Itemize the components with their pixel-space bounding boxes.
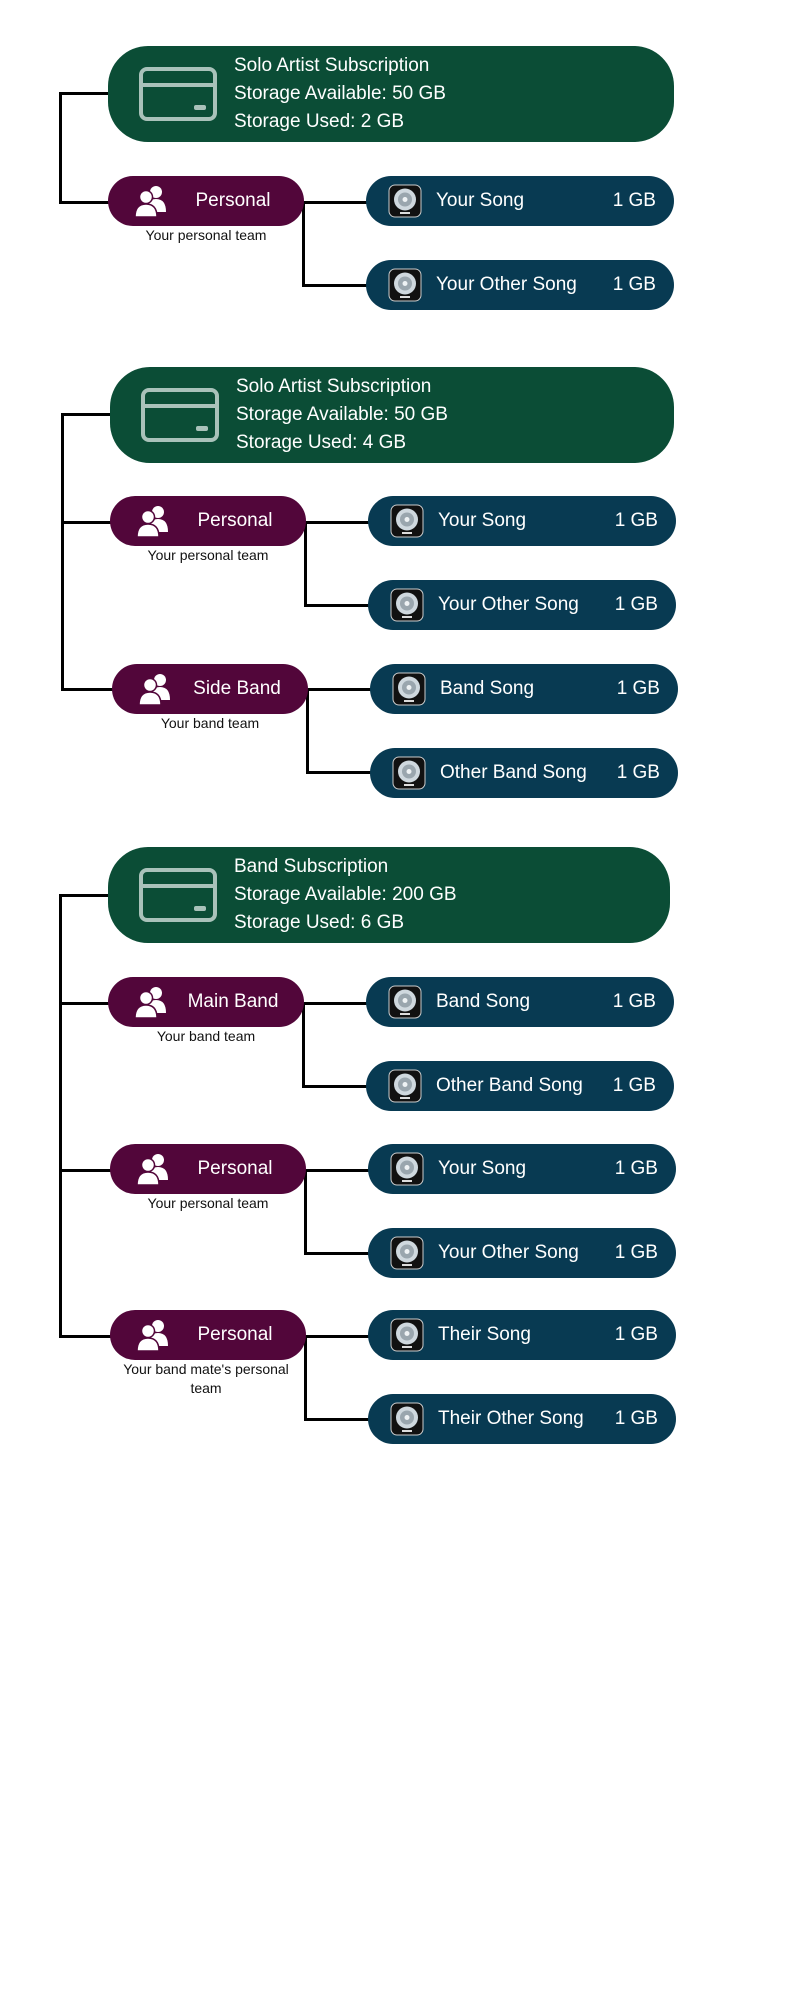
song-size: 1 GB [616, 762, 660, 783]
song-title: Your Song [438, 1158, 527, 1179]
song-size: 1 GB [614, 1324, 658, 1345]
subscription-card: Band Subscription Storage Available: 200… [108, 847, 670, 943]
song-size: 1 GB [612, 991, 656, 1012]
team-caption: Your personal team [147, 1195, 269, 1211]
connector-line [61, 688, 113, 691]
team-name: Personal [197, 510, 273, 531]
team-pill: Personal [110, 1144, 306, 1194]
song-size: 1 GB [614, 1158, 658, 1179]
song-title: Other Band Song [440, 762, 587, 783]
connector-line [302, 201, 305, 286]
song-pill: Other Band Song 1 GB [366, 1061, 674, 1111]
connector-line [306, 688, 309, 773]
connector-line [308, 688, 372, 691]
song-title: Their Other Song [438, 1408, 584, 1429]
subscription-card: Solo Artist Subscription Storage Availab… [110, 367, 674, 463]
connector-line [306, 521, 370, 524]
storage-available: Storage Available: 50 GB [234, 83, 446, 104]
connector-line [59, 894, 62, 1338]
connector-line [61, 413, 64, 691]
connector-line [304, 604, 370, 607]
connector-line [302, 1085, 368, 1088]
song-size: 1 GB [614, 510, 658, 531]
connector-line [306, 771, 372, 774]
team-name: Side Band [193, 678, 281, 699]
connector-line [306, 1169, 370, 1172]
storage-available: Storage Available: 200 GB [234, 884, 457, 905]
team-pill: Main Band [108, 977, 304, 1027]
song-size: 1 GB [614, 1408, 658, 1429]
team-name: Personal [197, 1324, 273, 1345]
team-name: Personal [197, 1158, 273, 1179]
song-title: Band Song [440, 678, 535, 699]
song-size: 1 GB [612, 274, 656, 295]
connector-line [59, 92, 62, 204]
team-caption: Your personal team [147, 547, 269, 563]
song-size: 1 GB [614, 1242, 658, 1263]
song-size: 1 GB [612, 1075, 656, 1096]
team-pill: Side Band [112, 664, 308, 714]
song-pill: Their Other Song 1 GB [368, 1394, 676, 1444]
song-title: Your Song [436, 190, 525, 211]
team-caption: Your band mate's personal team [123, 1361, 289, 1396]
song-title: Band Song [436, 991, 531, 1012]
song-pill: Your Other Song 1 GB [368, 1228, 676, 1278]
team-name: Main Band [187, 991, 279, 1012]
subscription-title: Band Subscription [234, 856, 389, 877]
song-pill: Your Song 1 GB [368, 1144, 676, 1194]
storage-used: Storage Used: 2 GB [234, 111, 405, 132]
song-pill: Your Song 1 GB [366, 176, 674, 226]
song-title: Your Other Song [436, 274, 577, 295]
subscription-card: Solo Artist Subscription Storage Availab… [108, 46, 674, 142]
song-title: Their Song [438, 1324, 531, 1345]
connector-line [302, 284, 368, 287]
connector-line [59, 894, 109, 897]
connector-line [59, 1002, 109, 1005]
song-pill: Band Song 1 GB [370, 664, 678, 714]
storage-available: Storage Available: 50 GB [236, 404, 448, 425]
song-title: Your Other Song [438, 1242, 579, 1263]
connector-line [304, 1418, 370, 1421]
connector-line [304, 521, 307, 606]
connector-line [304, 1252, 370, 1255]
team-pill: Personal [110, 496, 306, 546]
song-pill: Your Other Song 1 GB [368, 580, 676, 630]
team-pill: Personal [110, 1310, 306, 1360]
team-caption: Your band team [156, 1028, 256, 1044]
connector-line [304, 1335, 307, 1420]
subscription-title: Solo Artist Subscription [236, 376, 432, 397]
team-pill: Personal [108, 176, 304, 226]
connector-line [306, 1335, 370, 1338]
team-caption: Your band team [160, 715, 260, 731]
song-pill: Other Band Song 1 GB [370, 748, 678, 798]
connector-line [302, 1002, 305, 1087]
connector-line [59, 92, 109, 95]
song-size: 1 GB [616, 678, 660, 699]
song-pill: Their Song 1 GB [368, 1310, 676, 1360]
song-title: Your Song [438, 510, 527, 531]
song-title: Other Band Song [436, 1075, 583, 1096]
connector-line [304, 201, 368, 204]
team-caption: Your personal team [145, 227, 267, 243]
song-pill: Your Song 1 GB [368, 496, 676, 546]
storage-used: Storage Used: 6 GB [234, 912, 405, 933]
connector-line [61, 521, 111, 524]
connector-line [59, 1169, 111, 1172]
song-size: 1 GB [614, 594, 658, 615]
team-name: Personal [195, 190, 271, 211]
song-pill: Your Other Song 1 GB [366, 260, 674, 310]
song-pill: Band Song 1 GB [366, 977, 674, 1027]
connector-line [304, 1169, 307, 1254]
song-title: Your Other Song [438, 594, 579, 615]
connector-line [304, 1002, 368, 1005]
storage-used: Storage Used: 4 GB [236, 432, 407, 453]
subscription-title: Solo Artist Subscription [234, 55, 430, 76]
connector-line [59, 1335, 111, 1338]
connector-line [59, 201, 109, 204]
song-size: 1 GB [612, 190, 656, 211]
connector-line [61, 413, 111, 416]
